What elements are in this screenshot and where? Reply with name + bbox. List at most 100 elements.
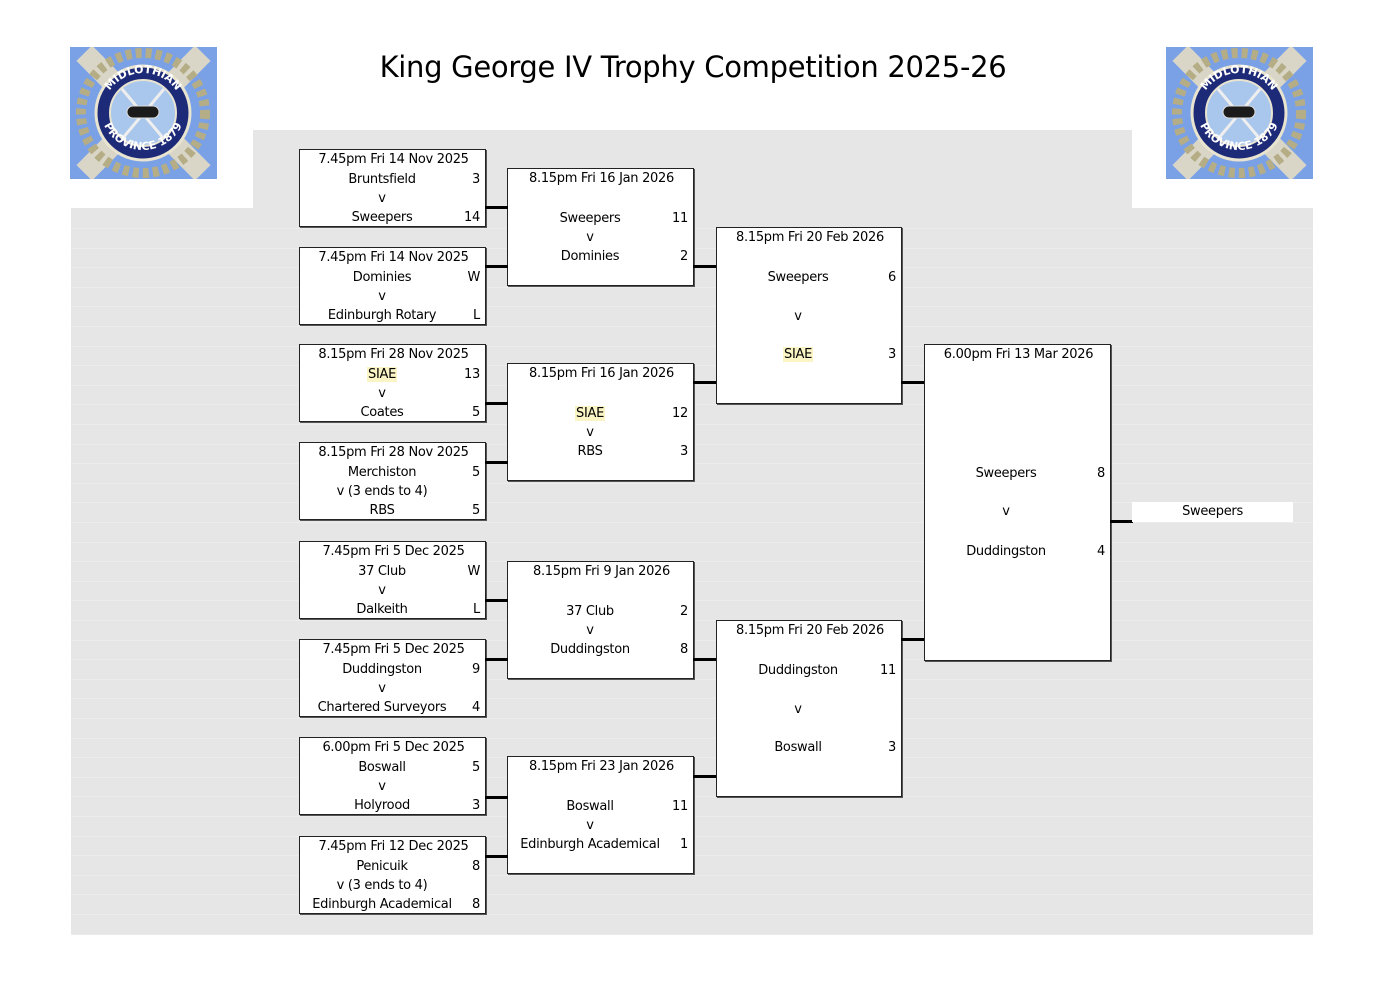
team-1-score: 5 — [472, 465, 480, 480]
team-1-score: 12 — [672, 406, 688, 421]
team-1-name: Duddingston — [758, 663, 838, 679]
versus-label: v — [378, 779, 386, 794]
versus-label: v — [586, 425, 594, 440]
team-1-name: Boswall — [566, 799, 614, 815]
team-1-label: 37 Club — [358, 564, 406, 579]
team-2-name: RBS — [577, 444, 602, 460]
team-2-label: Duddingston — [966, 544, 1046, 559]
team-1-score: 8 — [1097, 466, 1105, 481]
gridline — [71, 875, 1313, 876]
team-1-label: Sweepers — [975, 466, 1037, 481]
team-2-label: RBS — [577, 444, 603, 459]
team-1-label: Bruntsfield — [348, 172, 416, 187]
team-1-score: W — [467, 270, 480, 285]
bracket-connector — [485, 402, 508, 405]
gridline — [71, 522, 1313, 523]
team-1-label: Boswall — [566, 799, 614, 814]
team-1-name: Sweepers — [560, 211, 621, 227]
bracket-connector — [693, 775, 716, 778]
team-2-label: Coates — [360, 405, 404, 420]
team-2-score: 3 — [888, 347, 896, 362]
team-2-score: 14 — [464, 210, 480, 225]
versus-label: v — [378, 583, 386, 598]
bracket-connector — [485, 796, 508, 799]
team-2-label: Chartered Surveyors — [317, 700, 447, 715]
bracket-connector — [901, 638, 924, 641]
team-1-score: W — [467, 564, 480, 579]
team-1-score: 11 — [672, 799, 688, 814]
team-2-label: Edinburgh Academical — [520, 837, 660, 852]
versus-label: v — [794, 702, 802, 717]
winner-box: Sweepers — [1132, 502, 1293, 522]
match-date: 8.15pm Fri 16 Jan 2026 — [529, 171, 674, 186]
team-2-name: Dalkeith — [356, 602, 408, 618]
team-2-score: 8 — [680, 642, 688, 657]
team-1-name: Boswall — [358, 760, 406, 776]
team-2-label: Sweepers — [351, 210, 413, 225]
team-1-label: Duddingston — [758, 663, 838, 678]
versus-label: v — [378, 191, 386, 206]
team-2-name: Duddingston — [550, 642, 630, 658]
team-2-label: Edinburgh Academical — [312, 897, 452, 912]
match-date: 8.15pm Fri 20 Feb 2026 — [736, 230, 884, 245]
team-1-label: Penicuik — [356, 859, 408, 874]
match-date: 8.15pm Fri 20 Feb 2026 — [736, 623, 884, 638]
team-2-name: RBS — [369, 503, 394, 519]
team-1-score: 3 — [472, 172, 480, 187]
team-2-score: 3 — [472, 798, 480, 813]
team-1-score: 8 — [472, 859, 480, 874]
team-1-name: SIAE — [575, 406, 605, 422]
team-1-score: 11 — [880, 663, 896, 678]
gridline — [71, 542, 1313, 543]
bracket-connector — [485, 206, 508, 209]
gridline — [71, 483, 1313, 484]
bracket-connector — [1110, 520, 1133, 523]
bracket-connector — [485, 461, 508, 464]
team-2-name: Sweepers — [352, 210, 413, 226]
team-2-score: 5 — [472, 405, 480, 420]
team-2-label: Holyrood — [354, 798, 410, 813]
bracket-connector — [485, 599, 508, 602]
team-2-name: Coates — [360, 405, 403, 421]
team-2-score: 8 — [472, 897, 480, 912]
team-2-name: Holyrood — [354, 798, 410, 814]
versus-label: v — [1002, 504, 1010, 519]
match-date: 7.45pm Fri 5 Dec 2025 — [322, 642, 465, 657]
team-1-name: Bruntsfield — [348, 172, 416, 188]
team-1-label: Sweepers — [559, 211, 621, 226]
versus-label: v — [794, 309, 802, 324]
team-2-label: Boswall — [774, 740, 822, 755]
team-2-score: 5 — [472, 503, 480, 518]
team-1-name: Sweepers — [976, 466, 1037, 482]
gridline — [71, 346, 1313, 347]
team-1-score: 6 — [888, 270, 896, 285]
versus-label: v — [378, 386, 386, 401]
match-date: 7.45pm Fri 5 Dec 2025 — [322, 544, 465, 559]
team-1-score: 11 — [672, 211, 688, 226]
team-2-label: Dalkeith — [356, 602, 408, 617]
team-1-label: Merchiston — [347, 465, 417, 480]
bracket-connector — [485, 265, 508, 268]
gridline — [71, 718, 1313, 719]
team-1-name: Duddingston — [342, 662, 422, 678]
midlothian-province-logo-right: MIDLOTHIAN PROVINCE 1879 — [1166, 47, 1313, 179]
team-2-label: RBS — [369, 503, 395, 518]
team-1-score: 13 — [464, 367, 480, 382]
team-1-name: SIAE — [367, 367, 397, 383]
gridline — [71, 914, 1313, 915]
team-1-score: 5 — [472, 760, 480, 775]
team-2-label: Edinburgh Rotary — [327, 308, 437, 323]
bracket-connector — [485, 855, 508, 858]
gridline — [71, 306, 1313, 307]
bracket-connector — [693, 381, 716, 384]
